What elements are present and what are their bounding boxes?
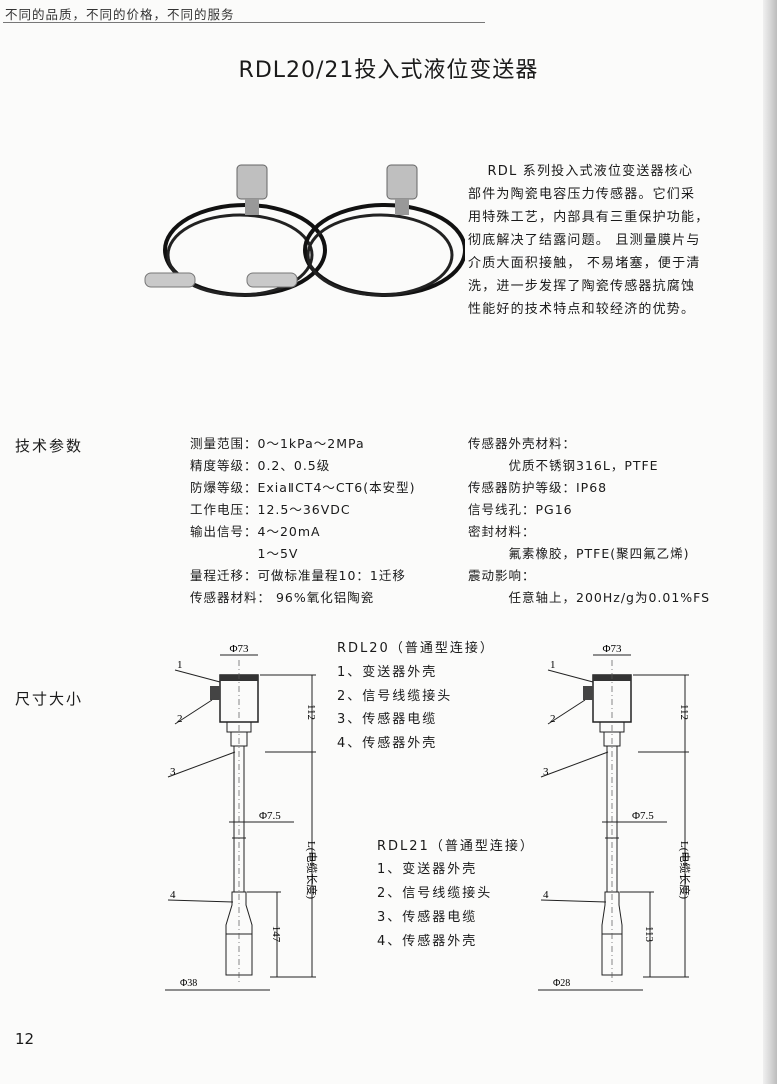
rdl20-legend-item: 4、传感器外壳 <box>337 736 438 751</box>
desc-line: 洗，进一步发挥了陶瓷传感器抗腐蚀 <box>468 279 696 294</box>
rdl20-label-head-h: 112 <box>305 704 317 720</box>
desc-line: 部件为陶瓷电容压力传感器。它们采 <box>468 187 696 202</box>
tech-params-heading: 技术参数 <box>15 437 84 455</box>
rdl20-callout-leader <box>167 899 234 903</box>
rdl20-callout-number: 4 <box>170 889 176 901</box>
product-photo <box>144 164 465 297</box>
header-slogan: 不同的品质，不同的价格，不同的服务 <box>5 7 235 22</box>
rdl21-cable-gland <box>583 686 593 700</box>
rdl20-callout-number: 1 <box>177 659 183 671</box>
rdl20-cable-gland <box>210 686 220 700</box>
rdl21-legend-item: 3、传感器电缆 <box>377 910 478 925</box>
rdl21-callout-number: 3 <box>543 766 549 778</box>
spec-left-row: 量程迁移：可做标准量程10：1迁移 <box>190 568 406 583</box>
spec-left-row: 工作电压：12.5～36VDC <box>190 502 351 517</box>
rdl20-callout-number: 2 <box>177 713 183 725</box>
spec-right-row: 传感器防护等级：IP68 <box>468 480 608 495</box>
spec-left-row: 输出信号：4～20mA <box>190 524 321 539</box>
spec-left-row: 传感器材料： 96%氧化铝陶瓷 <box>190 590 375 605</box>
page-edge-shadow <box>763 0 777 1084</box>
spec-right-row: 氟素橡胶，PTFE(聚四氟乙烯) <box>468 546 690 561</box>
rdl20-legend-item: 3、传感器电缆 <box>337 712 438 727</box>
page-number: 12 <box>15 1030 35 1048</box>
rdl20-label-cable-dia: Φ7.5 <box>259 810 281 822</box>
desc-line: 性能好的技术特点和较经济的优势。 <box>468 302 696 317</box>
rdl21-legend-title: RDL21（普通型连接） <box>377 839 535 854</box>
rdl21-probe <box>601 891 623 976</box>
rdl20-label-probe-h: 147 <box>270 926 282 943</box>
transmitter-unit-1 <box>144 164 327 297</box>
rdl20-callout-leader <box>174 699 213 725</box>
rdl21-label-cable-dia: Φ7.5 <box>632 810 654 822</box>
rdl20-probe <box>225 891 253 976</box>
rdl20-callout-number: 3 <box>170 766 176 778</box>
rdl21-label-length: L(电缆长度) <box>678 841 692 899</box>
desc-line: 介质大面积接触， 不易堵塞，便于清 <box>468 256 701 271</box>
rdl20-label-probe-dia: Φ38 <box>180 978 197 989</box>
rdl20-label-length: L(电缆长度) <box>305 841 319 899</box>
rdl21-callout-number: 2 <box>550 713 556 725</box>
header-divider <box>3 22 485 23</box>
rdl20-legend-item: 2、信号线缆接头 <box>337 689 453 704</box>
rdl21-callout-number: 4 <box>543 889 549 901</box>
rdl20-legend-item: 1、变送器外壳 <box>337 665 438 680</box>
rdl21-legend-item: 4、传感器外壳 <box>377 934 478 949</box>
desc-line: 用特殊工艺，内部具有三重保护功能， <box>468 210 710 225</box>
rdl20-legend-title: RDL20（普通型连接） <box>337 641 495 656</box>
desc-line: 彻底解决了结露问题。 且测量膜片与 <box>468 233 701 248</box>
rdl21-label-head-dia: Φ73 <box>602 643 622 655</box>
rdl21-callout-leader <box>540 899 607 903</box>
spec-left-row: 1～5V <box>190 546 299 561</box>
spec-right-row: 传感器外壳材料： <box>468 436 577 451</box>
rdl20-label-head-dia: Φ73 <box>229 643 249 655</box>
spec-left-row: 防爆等级：ExiaⅡCT4～CT6(本安型) <box>190 480 416 495</box>
spec-right-row: 优质不锈钢316L，PTFE <box>468 458 659 473</box>
rdl21-callout-leader <box>547 669 594 683</box>
rdl21-legend-item: 2、信号线缆接头 <box>377 886 493 901</box>
rdl21-label-head-h: 112 <box>678 704 690 720</box>
product-description: RDL 系列投入式液位变送器核心 部件为陶瓷电容压力传感器。它们采 用特殊工艺，… <box>468 160 730 321</box>
rdl21-callout-number: 1 <box>550 659 556 671</box>
dimensions-heading: 尺寸大小 <box>15 690 84 708</box>
spec-right-row: 信号线孔：PG16 <box>468 502 573 517</box>
spec-left-row: 测量范围：0～1kPa～2MPa <box>190 436 365 451</box>
desc-line: RDL 系列投入式液位变送器核心 <box>468 164 694 179</box>
rdl21-callout-leader <box>540 751 609 778</box>
page-title: RDL20/21投入式液位变送器 <box>238 58 539 83</box>
transmitter-unit-2 <box>246 164 465 297</box>
rdl21-legend-item: 1、变送器外壳 <box>377 862 478 877</box>
spec-right-row: 密封材料： <box>468 524 536 539</box>
rdl21-callout-leader <box>547 699 586 725</box>
rdl20-callout-leader <box>174 669 221 683</box>
spec-right-row: 震动影响： <box>468 568 536 583</box>
rdl21-label-probe-dia: Φ28 <box>553 978 570 989</box>
spec-right-row: 任意轴上，200Hz/g为0.01%FS <box>468 590 711 605</box>
rdl20-callout-leader <box>167 751 236 778</box>
spec-left-row: 精度等级：0.2、0.5级 <box>190 458 331 473</box>
rdl21-label-probe-h: 113 <box>643 926 655 943</box>
